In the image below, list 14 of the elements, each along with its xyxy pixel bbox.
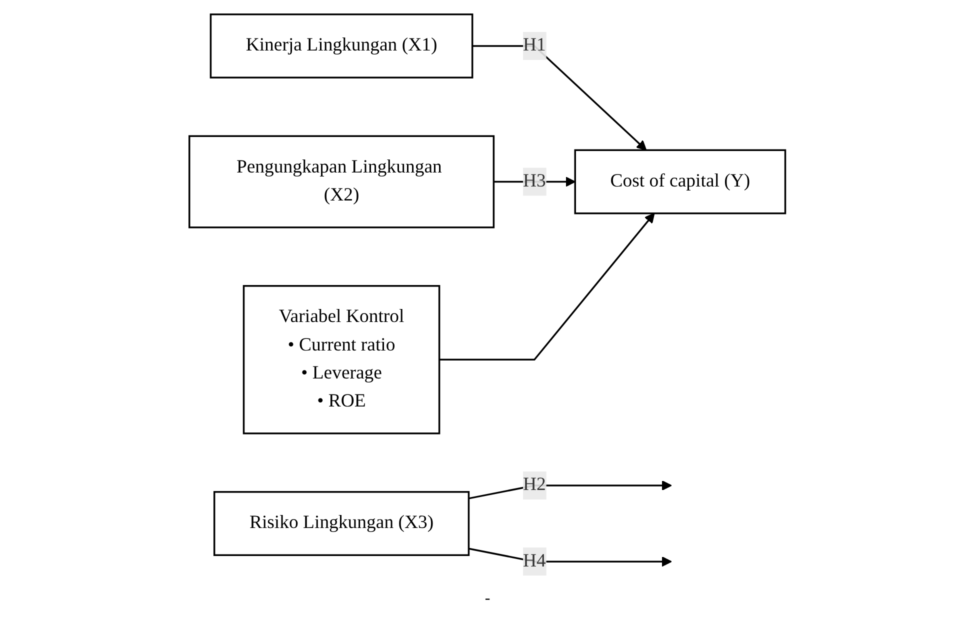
edge-label: H2 bbox=[523, 474, 546, 495]
arrow bbox=[440, 212, 655, 361]
note-text: - bbox=[484, 590, 490, 607]
edge-label: H4 bbox=[523, 551, 546, 571]
arrow bbox=[468, 480, 672, 500]
path-diagram: H1 H3 H2 H4 Kinerja Lingkungan (X1) Cost of capital (Y) Pengungkapan Lingkungan (X2) Variabel Kontrol • Current ratio • Leverage • ROE Risiko Lingkungan (X3) bbox=[180, 5, 795, 585]
arrow bbox=[468, 548, 672, 567]
edge-label: H3 bbox=[523, 171, 546, 192]
node-box bbox=[214, 491, 470, 556]
node-box bbox=[210, 13, 474, 78]
node-box bbox=[574, 149, 786, 214]
node-box bbox=[188, 135, 495, 228]
edge-label: H1 bbox=[523, 35, 546, 56]
node-box bbox=[243, 285, 440, 434]
